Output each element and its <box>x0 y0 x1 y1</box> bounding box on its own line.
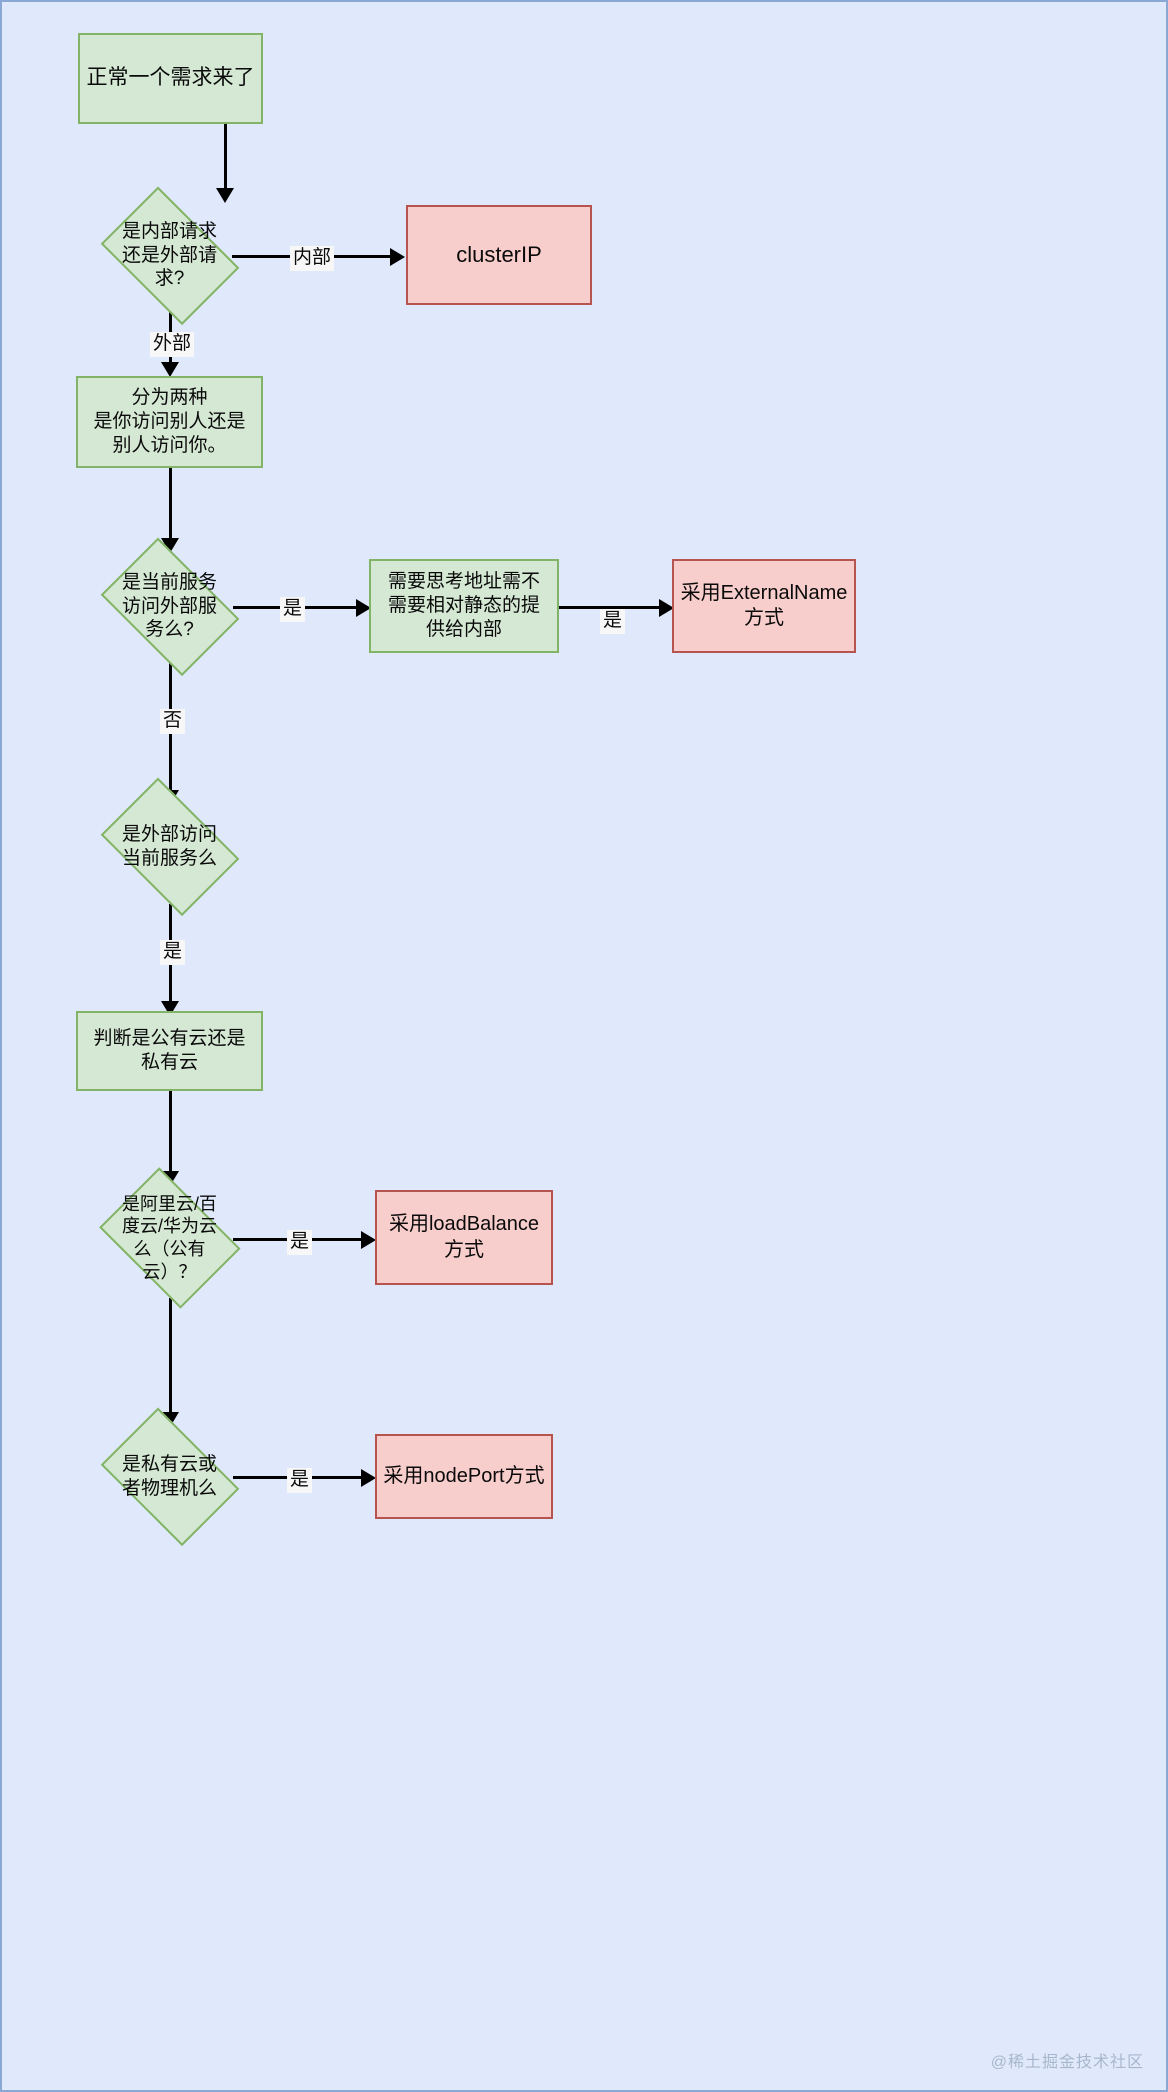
edge-label-external: 外部 <box>150 332 195 357</box>
edge-two-kinds-to-decision-current-service <box>169 468 172 546</box>
edge-label-yes-current-service: 是 <box>280 597 306 622</box>
node-decision-private-cloud-label: 是私有云或 者物理机么 <box>121 1453 217 1499</box>
node-externalname[interactable]: 采用ExternalName 方式 <box>672 559 856 653</box>
edge-static-address-to-externalname <box>558 606 666 609</box>
node-start[interactable]: 正常一个需求来了 <box>78 33 263 124</box>
node-static-address-consideration[interactable]: 需要思考地址需不 需要相对静态的提 供给内部 <box>369 559 559 653</box>
node-decision-current-service-external[interactable]: 是当前服务 访问外部服 务么? <box>88 537 251 676</box>
node-two-kinds-label: 分为两种 是你访问别人还是 别人访问你。 <box>93 387 246 456</box>
node-cloud-type[interactable]: 判断是公有云还是 私有云 <box>76 1011 263 1091</box>
edge-cloud-type-to-decision-public-cloud <box>169 1091 172 1179</box>
node-cloud-type-label: 判断是公有云还是 私有云 <box>93 1028 246 1073</box>
edge-start-to-decision-internal-external <box>224 124 227 196</box>
node-clusterip[interactable]: clusterIP <box>406 205 592 305</box>
watermark: @稀土掘金技术社区 <box>990 2054 1144 2071</box>
edge-label-internal: 内部 <box>290 246 335 271</box>
edge-label-yes-public-cloud: 是 <box>287 1230 313 1255</box>
node-externalname-label: 采用ExternalName 方式 <box>680 581 848 629</box>
arrowhead-static-address-to-externalname <box>659 599 674 617</box>
node-decision-external-access-label: 是外部访问 当前服务么 <box>121 823 217 869</box>
node-loadbalance[interactable]: 采用loadBalance 方式 <box>375 1190 553 1285</box>
edge-label-no-current-service: 否 <box>160 709 186 734</box>
arrowhead-decision-to-two-kinds <box>161 362 179 377</box>
node-two-kinds[interactable]: 分为两种 是你访问别人还是 别人访问你。 <box>76 376 263 468</box>
arrowhead-start-to-decision <box>216 188 234 203</box>
node-decision-current-service-external-label: 是当前服务 访问外部服 务么? <box>121 571 217 641</box>
edge-decision-public-cloud-to-decision-private-cloud <box>169 1298 172 1420</box>
node-decision-external-access[interactable]: 是外部访问 当前服务么 <box>88 777 251 916</box>
arrowhead-decision-to-clusterip <box>390 248 405 266</box>
edge-label-yes-static-address: 是 <box>600 609 626 634</box>
arrowhead-public-cloud-to-loadbalance <box>361 1231 376 1249</box>
node-start-label: 正常一个需求来了 <box>86 66 255 90</box>
edge-label-yes-private-cloud: 是 <box>287 1468 313 1493</box>
node-static-address-consideration-label: 需要思考地址需不 需要相对静态的提 供给内部 <box>387 571 540 640</box>
node-decision-internal-or-external-label: 是内部请求 还是外部请 求? <box>121 220 217 290</box>
node-clusterip-label: clusterIP <box>456 242 542 268</box>
node-decision-internal-or-external[interactable]: 是内部请求 还是外部请 求? <box>88 186 251 325</box>
arrowhead-decision-to-static-address <box>356 599 371 617</box>
arrowhead-private-cloud-to-nodeport <box>361 1469 376 1487</box>
node-loadbalance-label: 采用loadBalance 方式 <box>388 1213 540 1261</box>
node-decision-public-cloud-label: 是阿里云/百 度云/华为云 么（公有 云）？ <box>121 1193 217 1282</box>
node-decision-private-cloud[interactable]: 是私有云或 者物理机么 <box>88 1407 251 1546</box>
node-nodeport-label: 采用nodePort方式 <box>383 1464 545 1487</box>
node-decision-public-cloud[interactable]: 是阿里云/百 度云/华为云 么（公有 云）？ <box>88 1167 251 1309</box>
node-nodeport[interactable]: 采用nodePort方式 <box>375 1434 553 1519</box>
edge-label-yes-external-access: 是 <box>160 940 186 965</box>
